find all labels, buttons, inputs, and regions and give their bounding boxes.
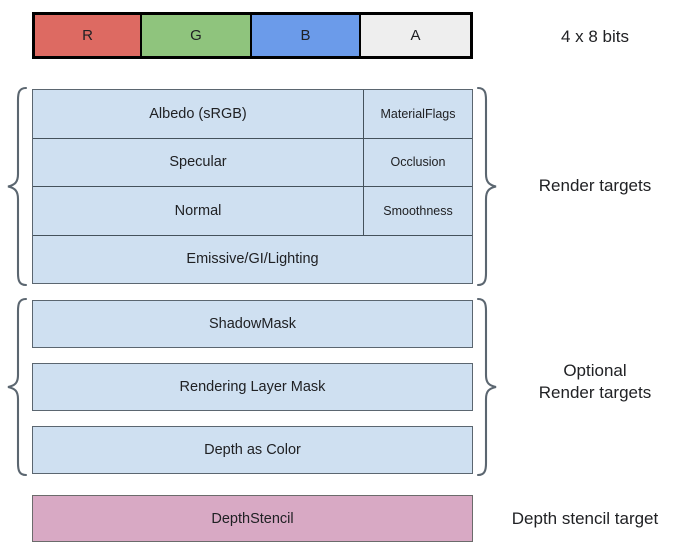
optional-render-targets-side-label-line1: Optional: [563, 361, 627, 380]
brace-optional-render-targets-right: [476, 297, 498, 477]
gbuffer-cell-normal: Normal: [33, 187, 364, 235]
gbuffer-cell-materialflags: MaterialFlags: [380, 106, 456, 121]
channel-a: A: [361, 15, 470, 56]
channel-g: G: [142, 15, 252, 56]
channel-r-label: R: [82, 27, 93, 44]
gbuffer-row-normal: Normal Smoothness: [33, 187, 472, 236]
brace-render-targets-right: [476, 86, 498, 287]
channel-g-label: G: [190, 27, 202, 44]
render-targets-side-label: Render targets: [538, 176, 652, 195]
gbuffer-cell-emissive: Emissive/GI/Lighting: [186, 251, 319, 268]
channel-r: R: [35, 15, 142, 56]
depth-stencil-box: DepthStencil: [32, 495, 473, 542]
optional-target-shadowmask-label: ShadowMask: [208, 316, 297, 332]
gbuffer-table: Albedo (sRGB) MaterialFlags Specular Occ…: [32, 89, 473, 284]
depth-stencil-side-label: Depth stencil target: [511, 509, 659, 528]
optional-target-rendering-layer-mask: Rendering Layer Mask: [32, 363, 473, 411]
optional-target-rendering-layer-mask-label: Rendering Layer Mask: [179, 379, 326, 395]
channel-a-label: A: [410, 27, 421, 44]
optional-target-depth-as-color-label: Depth as Color: [204, 442, 301, 458]
channel-b: B: [252, 15, 361, 56]
optional-render-targets-side-label-line2: Render targets: [538, 383, 652, 402]
gbuffer-cell-albedo: Albedo (sRGB): [33, 90, 364, 138]
gbuffer-row-emissive: Emissive/GI/Lighting: [33, 236, 472, 284]
brace-render-targets-left: [6, 86, 28, 287]
gbuffer-cell-specular: Specular: [33, 138, 364, 186]
channel-b-label: B: [300, 27, 311, 44]
channel-bar-side-label: 4 x 8 bits: [560, 27, 630, 46]
optional-target-shadowmask: ShadowMask: [32, 300, 473, 348]
gbuffer-cell-occlusion: Occlusion: [390, 155, 446, 170]
optional-target-depth-as-color: Depth as Color: [32, 426, 473, 474]
depth-stencil-box-label: DepthStencil: [211, 510, 294, 527]
gbuffer-row-albedo: Albedo (sRGB) MaterialFlags: [33, 90, 472, 139]
brace-optional-render-targets-left: [6, 297, 28, 477]
gbuffer-cell-smoothness: Smoothness: [383, 203, 453, 218]
gbuffer-row-specular: Specular Occlusion: [33, 138, 472, 187]
rgba-channel-bar: R G B A: [32, 12, 473, 59]
